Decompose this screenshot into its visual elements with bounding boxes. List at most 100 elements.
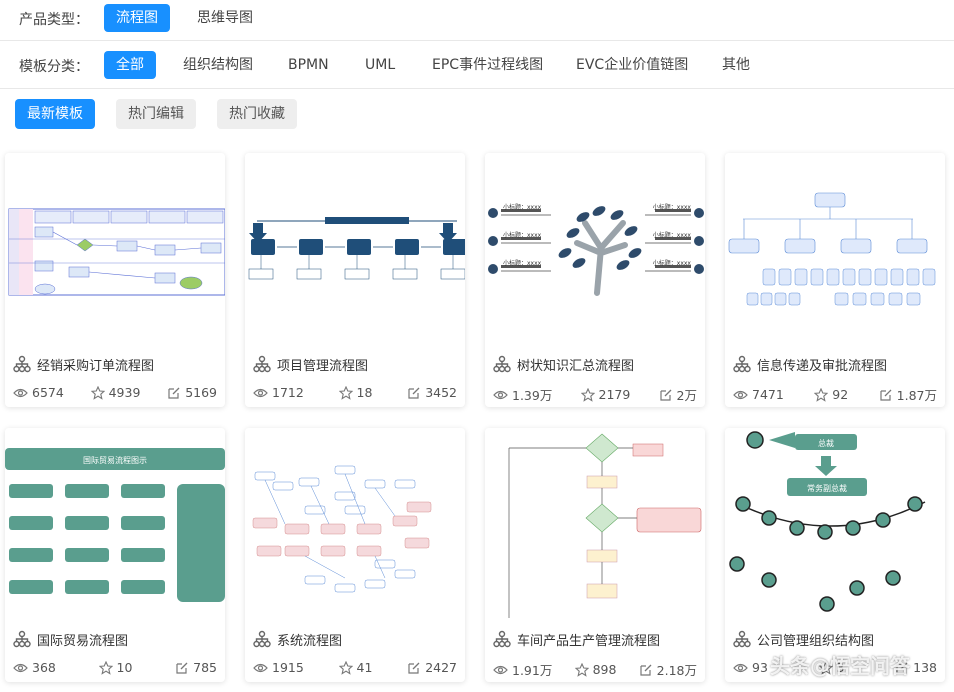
template-title-text: 系统流程图 xyxy=(277,633,343,649)
view-count: 1712 xyxy=(253,385,304,400)
edit-count: 3452 xyxy=(407,385,457,400)
template-thumbnail[interactable] xyxy=(245,428,465,624)
view-count: 7471 xyxy=(733,385,784,404)
like-count: 3 xyxy=(818,660,845,675)
template-card-project-management[interactable]: 项目管理流程图 1712 18 3452 xyxy=(245,153,465,407)
edit-icon xyxy=(659,389,671,401)
view-count: 1.91万 xyxy=(493,660,552,679)
like-count-value: 4939 xyxy=(108,385,141,400)
org-chart-icon xyxy=(13,630,31,648)
view-count-value: 6574 xyxy=(32,385,64,400)
template-stats: 368 10 785 xyxy=(13,660,217,675)
tab-latest[interactable]: 最新模板 xyxy=(15,99,95,129)
edit-count-value: 2427 xyxy=(425,660,457,675)
template-thumbnail[interactable] xyxy=(485,428,705,624)
view-count-value: 1.39万 xyxy=(512,388,553,403)
template-stats: 1915 41 2427 xyxy=(253,660,457,675)
template-thumbnail[interactable] xyxy=(245,153,465,349)
edit-count: 2.18万 xyxy=(639,660,697,679)
tab-hot-edit[interactable]: 热门编辑 xyxy=(116,99,196,129)
template-stats: 7471 92 1.87万 xyxy=(733,385,937,404)
eye-icon xyxy=(13,388,28,397)
template-stats: 6574 4939 5169 xyxy=(13,385,217,400)
template-title-text: 信息传递及审批流程图 xyxy=(757,358,888,374)
like-count: 10 xyxy=(98,660,132,675)
edit-count-value: 138 xyxy=(913,660,937,675)
star-icon xyxy=(580,387,595,402)
category-all[interactable]: 全部 xyxy=(104,51,156,79)
tree-subtitle: 小标题：xxxx xyxy=(503,203,542,211)
template-title[interactable]: 公司管理组织结构图 xyxy=(733,628,874,650)
template-thumbnail[interactable]: 总裁 常务副总裁 xyxy=(725,428,945,624)
category-label: 模板分类： xyxy=(19,59,89,75)
template-thumbnail[interactable] xyxy=(5,153,225,349)
template-title-text: 树状知识汇总流程图 xyxy=(517,358,635,374)
edit-count-value: 3452 xyxy=(425,385,457,400)
template-title[interactable]: 车间产品生产管理流程图 xyxy=(493,628,660,650)
view-count-value: 1712 xyxy=(272,385,304,400)
divider xyxy=(0,88,954,89)
category-bpmn[interactable]: BPMN xyxy=(288,57,329,73)
tree-subtitle: 小标题：xxxx xyxy=(653,231,692,239)
template-card-international-trade[interactable]: 国际贸易流程图示 国际贸易流程图 368 10 785 xyxy=(5,428,225,682)
product-type-flowchart[interactable]: 流程图 xyxy=(104,4,170,32)
template-title[interactable]: 国际贸易流程图 xyxy=(13,628,128,650)
template-title[interactable]: 项目管理流程图 xyxy=(253,353,368,375)
template-title[interactable]: 树状知识汇总流程图 xyxy=(493,353,634,375)
like-count-value: 898 xyxy=(592,662,617,677)
category-uml[interactable]: UML xyxy=(365,57,396,73)
category-evc[interactable]: EVC企业价值链图 xyxy=(576,57,689,73)
tab-hot-favorite[interactable]: 热门收藏 xyxy=(217,99,297,129)
template-thumbnail[interactable]: 国际贸易流程图示 xyxy=(5,428,225,624)
star-icon xyxy=(574,662,589,677)
template-thumbnail[interactable] xyxy=(725,153,945,349)
star-icon xyxy=(814,387,829,402)
like-count: 898 xyxy=(574,660,617,679)
eye-icon xyxy=(493,390,508,399)
template-title[interactable]: 经销采购订单流程图 xyxy=(13,353,154,375)
view-count-value: 7471 xyxy=(752,387,784,402)
edit-count-value: 2.18万 xyxy=(656,663,697,678)
watermark: 头条@悟空问答 xyxy=(770,654,910,678)
view-count-value: 93 xyxy=(752,660,768,675)
category-row: 模板分类： 全部 组织结构图 BPMN UML EPC事件过程线图 EVC企业价… xyxy=(0,51,954,79)
template-card-workshop-production[interactable]: 车间产品生产管理流程图 1.91万 898 2.18万 xyxy=(485,428,705,682)
edit-count: 1.87万 xyxy=(879,385,937,404)
view-count: 93 xyxy=(733,660,768,675)
view-count: 368 xyxy=(13,660,56,675)
eye-icon xyxy=(733,663,748,672)
org-chart-icon xyxy=(253,355,271,373)
template-card-purchase-order[interactable]: 经销采购订单流程图 6574 4939 5169 xyxy=(5,153,225,407)
view-count: 1.39万 xyxy=(493,385,552,404)
star-icon xyxy=(338,660,353,675)
thumb-title: 国际贸易流程图示 xyxy=(83,455,147,465)
category-epc[interactable]: EPC事件过程线图 xyxy=(432,57,544,73)
template-card-info-approval[interactable]: 信息传递及审批流程图 7471 92 1.87万 xyxy=(725,153,945,407)
edit-count-value: 5169 xyxy=(185,385,217,400)
product-type-label: 产品类型： xyxy=(19,12,89,28)
thumb-org-mid: 常务副总裁 xyxy=(807,483,847,493)
product-type-mindmap[interactable]: 思维导图 xyxy=(197,10,253,26)
template-title[interactable]: 信息传递及审批流程图 xyxy=(733,353,887,375)
edit-icon xyxy=(176,662,188,674)
view-count-value: 368 xyxy=(32,660,56,675)
template-card-company-org[interactable]: 总裁 常务副总裁 公司管理组织结构图 93 3 138 xyxy=(725,428,945,682)
category-other[interactable]: 其他 xyxy=(722,57,750,73)
edit-icon xyxy=(408,387,420,399)
edit-icon xyxy=(408,662,420,674)
eye-icon xyxy=(13,663,28,672)
org-chart-icon xyxy=(493,630,511,648)
category-org-chart[interactable]: 组织结构图 xyxy=(183,57,253,73)
like-count: 2179 xyxy=(580,385,630,404)
org-chart-icon xyxy=(13,355,31,373)
product-type-row: 产品类型： 流程图 思维导图 xyxy=(0,4,954,32)
template-stats: 1.91万 898 2.18万 xyxy=(493,660,697,679)
template-title[interactable]: 系统流程图 xyxy=(253,628,342,650)
template-title-text: 国际贸易流程图 xyxy=(37,633,129,649)
template-title-text: 车间产品生产管理流程图 xyxy=(517,633,661,649)
sort-tabs: 最新模板 热门编辑 热门收藏 xyxy=(0,98,954,129)
divider xyxy=(0,40,954,41)
template-card-system-flow[interactable]: 系统流程图 1915 41 2427 xyxy=(245,428,465,682)
